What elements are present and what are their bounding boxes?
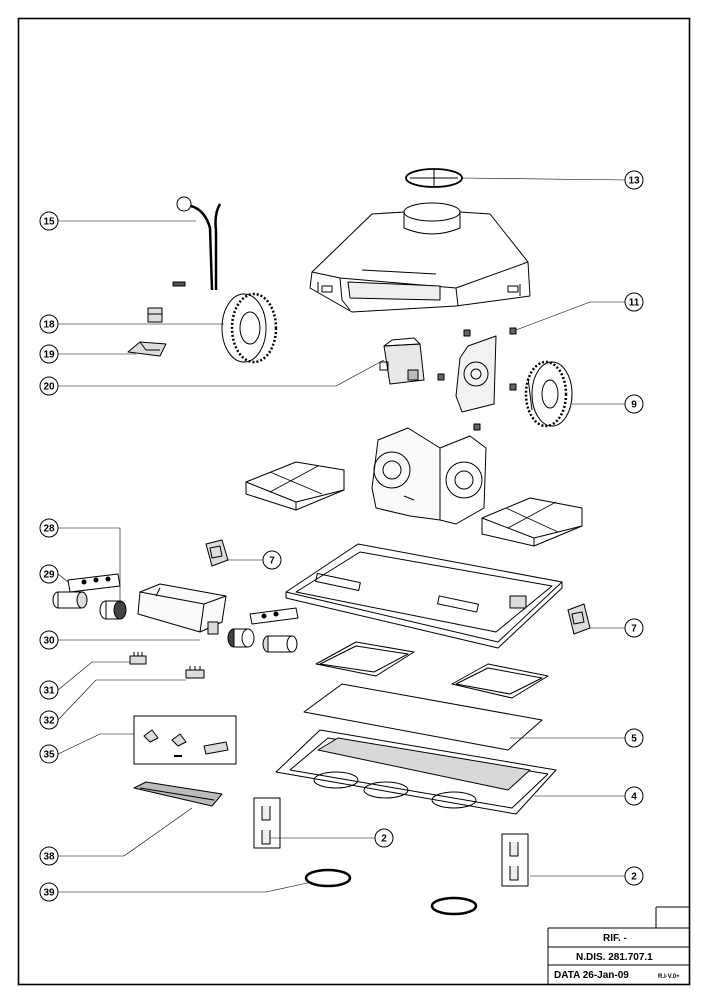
callout-label-35: 35 bbox=[43, 750, 55, 761]
callout-18 bbox=[39, 314, 59, 334]
nuts-part bbox=[437, 327, 517, 431]
fan-wheel-right-part bbox=[524, 360, 573, 428]
callout-5 bbox=[624, 728, 644, 748]
lamp-plate-right-part bbox=[249, 607, 299, 625]
callout-label-5: 5 bbox=[631, 734, 637, 745]
callout-4 bbox=[624, 786, 644, 806]
callout-label-7a: 7 bbox=[269, 556, 275, 567]
callout-39 bbox=[39, 882, 59, 902]
fixing-bracket-right-part bbox=[567, 603, 591, 635]
callout-label-30: 30 bbox=[43, 636, 55, 647]
callout-2a bbox=[374, 828, 394, 848]
rubber-ring-right-part bbox=[430, 896, 478, 916]
callout-label-19: 19 bbox=[43, 350, 55, 361]
clips-right-part bbox=[501, 833, 529, 887]
fixing-bracket-left-part bbox=[205, 539, 229, 567]
switch-box-part bbox=[137, 583, 227, 635]
fan-wheel-left-part bbox=[221, 292, 278, 364]
title-block bbox=[547, 906, 690, 984]
terminal-block-32-part bbox=[185, 666, 205, 679]
callout-35 bbox=[39, 744, 59, 764]
callout-label-38: 38 bbox=[43, 852, 55, 863]
lamp-holder-right-part bbox=[227, 628, 298, 653]
callout-label-18: 18 bbox=[43, 320, 55, 331]
clip-part bbox=[147, 307, 163, 323]
callout-label-39: 39 bbox=[43, 888, 55, 899]
callout-label-15: 15 bbox=[43, 217, 55, 228]
callout-2b bbox=[624, 866, 644, 886]
lamp-cover-part bbox=[133, 781, 223, 807]
title-block-rif: RIF. - bbox=[603, 933, 627, 944]
rubber-ring-left-part bbox=[304, 868, 352, 888]
callout-label-20: 20 bbox=[43, 382, 55, 393]
callout-label-29: 29 bbox=[43, 570, 55, 581]
callout-30 bbox=[39, 630, 59, 650]
callout-7a bbox=[262, 550, 282, 570]
callout-label-31: 31 bbox=[43, 686, 55, 697]
title-block-rev: R.I-V.0+ bbox=[658, 974, 680, 980]
terminal-block-31-part bbox=[129, 652, 147, 665]
filter-mat-right-part bbox=[451, 663, 549, 699]
callout-28 bbox=[39, 518, 59, 538]
title-block-data: DATA 26-Jan-09 bbox=[554, 970, 629, 981]
callout-32 bbox=[39, 710, 59, 730]
filter-mat-left-part bbox=[315, 641, 415, 677]
callout-label-9: 9 bbox=[631, 400, 637, 411]
clips-left-part bbox=[253, 797, 281, 849]
callout-label-13: 13 bbox=[628, 176, 640, 187]
screws-kit-part bbox=[133, 715, 237, 765]
title-block-ndis: N.DIS. 281.707.1 bbox=[576, 952, 653, 963]
callout-31 bbox=[39, 680, 59, 700]
callout-label-2b: 2 bbox=[631, 872, 637, 883]
callout-label-32: 32 bbox=[43, 716, 55, 727]
bracket-part bbox=[127, 341, 167, 357]
base-chassis-part bbox=[285, 543, 563, 649]
motor-plate-part bbox=[455, 335, 497, 413]
drawing-frame bbox=[17, 17, 691, 986]
callout-label-7b: 7 bbox=[631, 624, 637, 635]
callout-label-4: 4 bbox=[631, 792, 637, 803]
callout-label-28: 28 bbox=[43, 524, 55, 535]
carbon-filter-right-part bbox=[481, 497, 583, 547]
lamp-holder-left-part bbox=[52, 591, 127, 620]
carbon-filter-left-part bbox=[245, 461, 345, 511]
callout-13 bbox=[624, 170, 644, 190]
callout-11 bbox=[624, 292, 644, 312]
callout-15 bbox=[39, 211, 59, 231]
filter-sheet-part bbox=[303, 683, 543, 751]
leader-lines bbox=[57, 177, 627, 893]
round-grille-part bbox=[405, 168, 463, 188]
callout-38 bbox=[39, 846, 59, 866]
callout-label-2a: 2 bbox=[381, 834, 387, 845]
lamp-plate-part bbox=[67, 573, 121, 593]
hood-body-part bbox=[309, 202, 531, 313]
callout-29 bbox=[39, 564, 59, 584]
motor-unit-part bbox=[379, 337, 425, 385]
callout-19 bbox=[39, 344, 59, 364]
callout-20 bbox=[39, 376, 59, 396]
callout-label-11: 11 bbox=[629, 298, 640, 309]
callout-7b bbox=[624, 618, 644, 638]
grease-filter-panel-part bbox=[275, 729, 557, 815]
power-cable-part bbox=[172, 196, 222, 291]
blower-housing-part bbox=[371, 427, 487, 525]
callout-9 bbox=[624, 394, 644, 414]
